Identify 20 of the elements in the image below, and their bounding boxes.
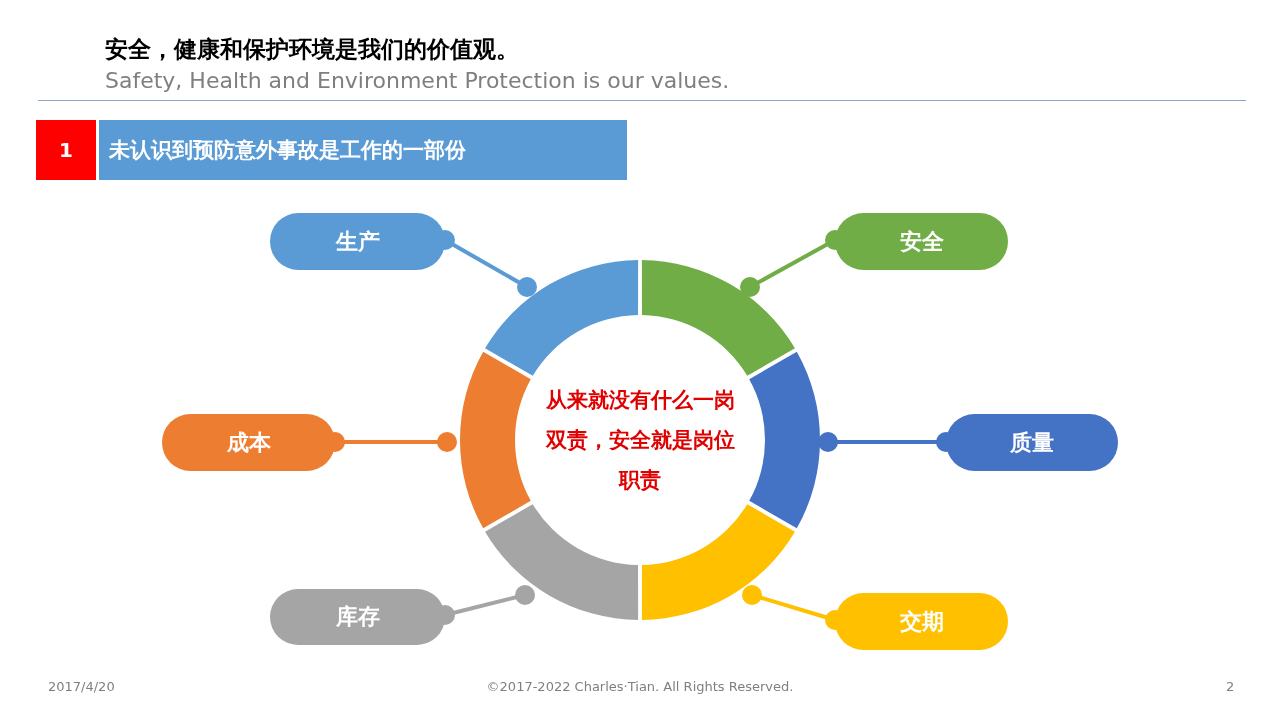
category-pill: 生产 [270,213,445,270]
ring-segment [460,351,531,529]
ring-segment [485,504,639,620]
footer-date: 2017/4/20 [48,679,115,694]
category-pill: 质量 [946,414,1118,471]
category-pill: 安全 [835,213,1008,270]
section-bar: 未认识到预防意外事故是工作的一部份 [99,120,627,180]
center-text: 从来就没有什么一岗双责，安全就是岗位职责 [543,380,737,500]
ring-segment [749,351,820,529]
ring-segment [641,504,795,620]
copyright-text: ©2017-2022 Charles·Tian. All Rights Reserved. [485,679,795,694]
slide-subtitle: Safety, Health and Environment Protection is our values. [105,68,730,93]
page-number: 2 [1226,679,1235,694]
category-pill: 交期 [835,593,1008,650]
number-box: 1 [36,120,96,180]
ring-segment [641,260,795,376]
category-pill: 库存 [270,589,445,645]
slide-title: 安全，健康和保护环境是我们的价值观。 [105,35,519,64]
ring-segment [485,260,639,376]
category-pill: 成本 [162,414,335,471]
